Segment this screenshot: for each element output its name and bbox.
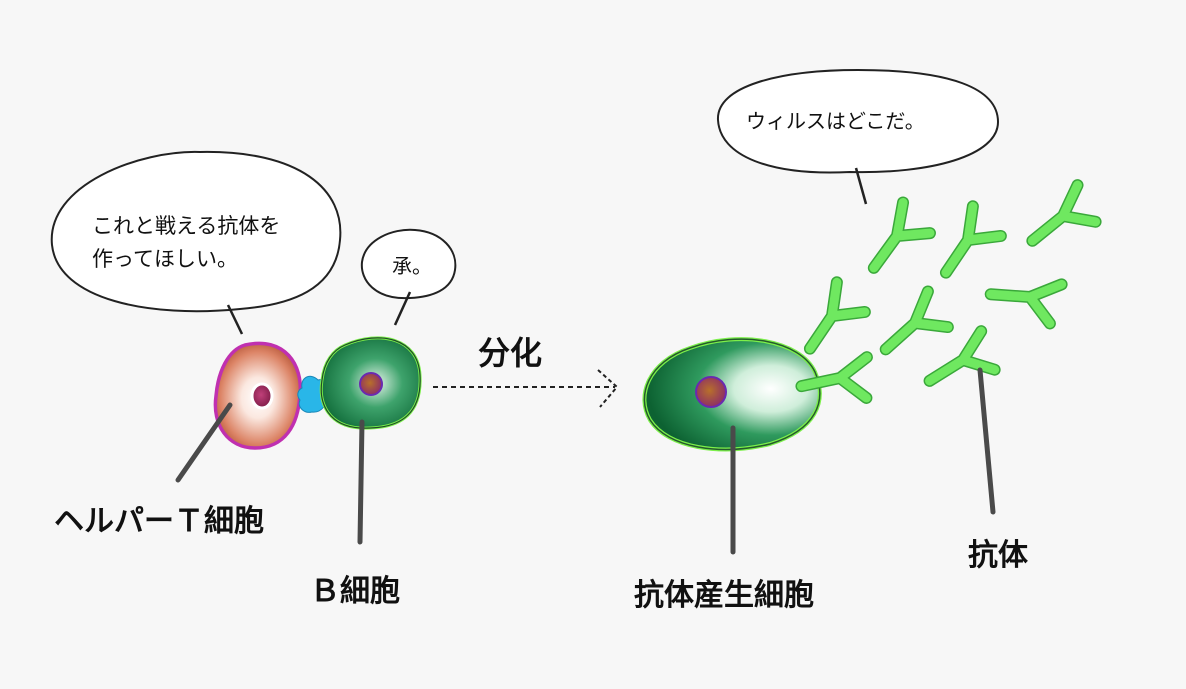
speech-text-antibody: ウィルスはどこだ。: [746, 109, 925, 133]
helper-t-nucleus: [250, 382, 274, 410]
b-cell-nucleus: [359, 372, 383, 396]
speech-line-2: 作ってほしい。: [92, 246, 238, 271]
antibody-6: [879, 285, 954, 356]
label-antibody: 抗体: [968, 538, 1028, 573]
pointer-helper-t: [175, 402, 233, 483]
antibody-2: [939, 200, 1007, 279]
speech-bubble-antibody: [716, 68, 1000, 205]
differentiation-arrow: [433, 369, 619, 408]
antibody-8: [795, 351, 873, 404]
speech-bubble-helper-t: [50, 150, 342, 335]
antibody-1: [867, 196, 936, 274]
plasma-cell: [642, 337, 822, 452]
antibody-group: [795, 179, 1102, 404]
antibody-4: [803, 276, 871, 355]
label-plasma-cell: 抗体産生細胞: [634, 578, 814, 613]
plasma-cell-nucleus: [695, 376, 727, 408]
b-cell: [319, 336, 422, 430]
label-helper-t-cell: ヘルパーＴ細胞: [54, 504, 264, 539]
speech-text-b-cell: 承。: [392, 254, 432, 278]
pointer-b-cell: [357, 419, 365, 545]
speech-text-helper-t: これと戦える抗体を 作ってほしい。: [92, 210, 280, 275]
label-differentiation: 分化: [478, 334, 543, 372]
pointer-antibody: [977, 367, 996, 515]
speech-line-1: これと戦える抗体を: [92, 214, 281, 238]
speech-bubble-b-cell: [360, 228, 457, 326]
label-b-cell: Ｂ細胞: [310, 574, 400, 609]
antibody-3: [1026, 179, 1102, 247]
helper-t-cell: [213, 341, 303, 450]
antibody-7: [923, 325, 1001, 387]
antibody-5: [984, 278, 1068, 330]
